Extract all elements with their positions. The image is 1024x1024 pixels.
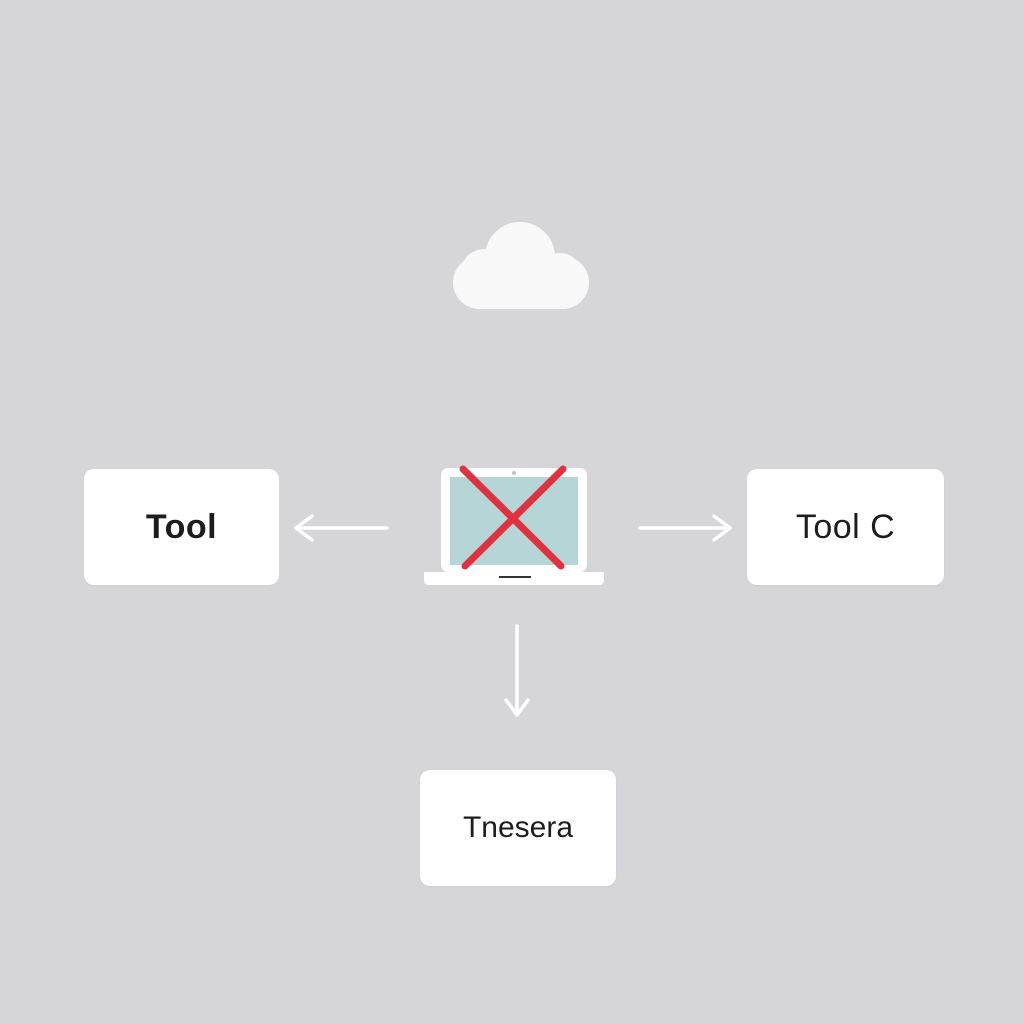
cross-stroke-2 [461,465,567,570]
laptop-camera [512,471,516,475]
node-tnesera-label: Tnesera [462,811,574,844]
arrow-down [504,624,530,717]
node-tool: Tool [84,469,279,585]
arrow-left [294,514,389,542]
node-tnesera: Tnesera [420,770,616,886]
node-tool-c-label: Tool C [795,507,896,546]
cloud-icon [453,222,589,309]
node-tool-label: Tool [145,507,218,546]
laptop-base [424,572,604,585]
node-tool-c: Tool C [747,469,944,585]
laptop-trackpad-notch [499,576,531,578]
laptop-crossed-icon [424,465,604,585]
arrow-right [638,514,732,542]
